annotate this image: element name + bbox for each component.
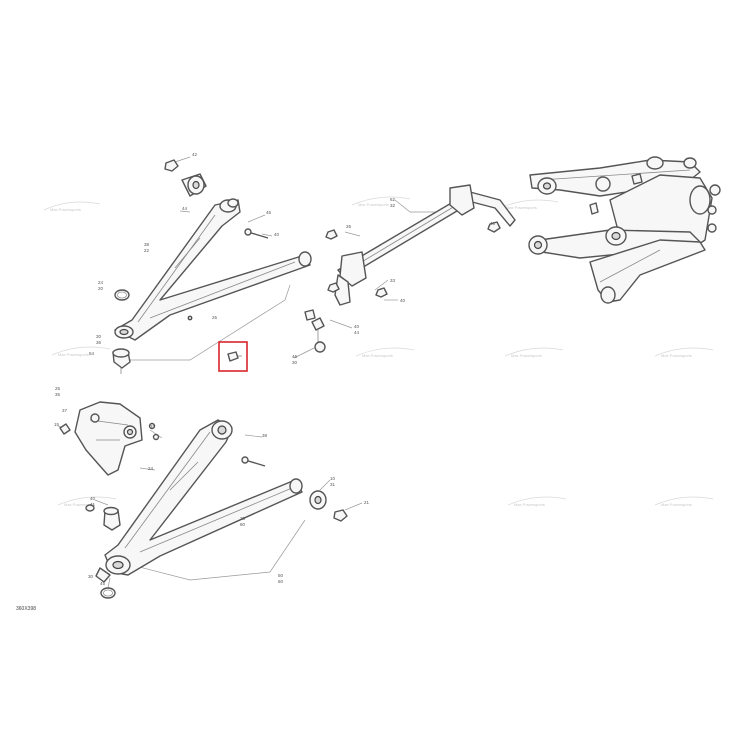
callout-layer: 4244454038222420253036542535373824288040… — [54, 152, 496, 586]
callout-number: 38 — [144, 242, 150, 247]
callout-number: 46 — [292, 354, 298, 359]
watermark: Max Powersports — [654, 347, 714, 358]
callout-number: 31 — [150, 424, 156, 429]
callout-number: 50 — [278, 573, 284, 578]
bushing — [181, 173, 207, 197]
watermark: Max Powersports — [499, 199, 559, 210]
knuckle-bolt — [59, 423, 71, 435]
sway-bar — [334, 184, 516, 306]
watermark-text: Max Powersports — [661, 353, 692, 358]
watermarks: Max Powersports Max Powersports Max Powe… — [43, 196, 714, 507]
watermark-text: Max Powersports — [362, 353, 393, 358]
watermark-text: Max Powersports — [514, 502, 545, 507]
link-nut — [327, 282, 340, 293]
watermark: Max Powersports — [507, 496, 567, 507]
bolt — [244, 228, 269, 239]
lower-nut — [333, 509, 348, 522]
callout-number: 38 — [262, 433, 268, 438]
lower-ball-joint — [103, 506, 121, 531]
watermark: Max Powersports — [654, 496, 714, 507]
callout-number: 32 — [390, 203, 396, 208]
callout-number: 40 — [400, 298, 406, 303]
lower-bushing — [309, 490, 327, 510]
callout-number: 45 — [100, 581, 106, 586]
watermark-text: Max Powersports — [506, 205, 537, 210]
callout-number: 26 — [346, 224, 352, 229]
callout-number: 42 — [192, 152, 198, 157]
callout-number: 45 — [266, 210, 272, 215]
knuckle — [74, 401, 143, 476]
washer — [227, 198, 239, 208]
highlighted-part[interactable] — [218, 341, 248, 372]
sway-bar-link — [304, 309, 326, 353]
rear-suspension-assembly — [528, 156, 721, 304]
callout-number: 35 — [55, 392, 61, 397]
callout-number: 40 — [354, 324, 360, 329]
callout-number: 21 — [364, 500, 370, 505]
callout-number: 40 — [274, 232, 280, 237]
ball-joint — [112, 348, 131, 374]
callout-number: 62 — [390, 197, 396, 202]
watermark: Max Powersports — [57, 496, 117, 507]
highlight-box[interactable] — [218, 341, 248, 372]
callout-number: 31 — [330, 482, 336, 487]
callout-number: 15 — [54, 422, 60, 427]
watermark: Max Powersports — [51, 346, 111, 357]
callout-number: 36 — [96, 340, 102, 345]
callout-number: 24 — [98, 280, 104, 285]
sway-bar-nut — [325, 221, 501, 298]
watermark: Max Powersports — [43, 201, 101, 212]
watermark: Max Powersports — [351, 196, 411, 207]
watermark-text: Max Powersports — [64, 502, 95, 507]
watermark-text: Max Powersports — [661, 502, 692, 507]
lower-o-ring — [100, 587, 116, 599]
grease-fitting — [187, 315, 193, 321]
callout-number: 25 — [212, 315, 218, 320]
callout-number: 48 — [490, 221, 496, 226]
callout-number: 60 — [278, 579, 284, 584]
nut — [164, 159, 179, 172]
lower-bolt — [241, 456, 266, 467]
watermark-text: Max Powersports — [50, 207, 81, 212]
callout-number: 44 — [354, 330, 360, 335]
watermark: Max Powersports — [355, 347, 415, 358]
callout-number: 25 — [55, 386, 61, 391]
watermark: Max Powersports — [504, 347, 564, 358]
callout-number: 80 — [240, 522, 246, 527]
callout-number: 44 — [182, 206, 188, 211]
callout-number: 30 — [96, 334, 102, 339]
diagram-code: 360X398 — [16, 606, 36, 612]
callout-number: 40 — [90, 496, 96, 501]
callout-number: 30 — [88, 574, 94, 579]
callout-number: 22 — [144, 248, 150, 253]
callout-number: 33 — [390, 278, 396, 283]
callout-number: 28 — [240, 516, 246, 521]
watermark-text: Max Powersports — [358, 202, 389, 207]
o-ring — [114, 289, 130, 301]
lower-a-arm — [95, 419, 303, 583]
callout-number: 30 — [292, 360, 298, 365]
callout-number: 24 — [148, 466, 154, 471]
callout-number: 41 — [90, 502, 96, 507]
lower-washer — [148, 422, 160, 441]
watermark-text: Max Powersports — [58, 352, 89, 357]
callout-number: 10 — [330, 476, 336, 481]
callout-number: 20 — [98, 286, 104, 291]
callout-number: 37 — [62, 408, 68, 413]
watermark-text: Max Powersports — [511, 353, 542, 358]
callout-number: 54 — [89, 351, 95, 356]
spring-washer — [85, 504, 95, 512]
